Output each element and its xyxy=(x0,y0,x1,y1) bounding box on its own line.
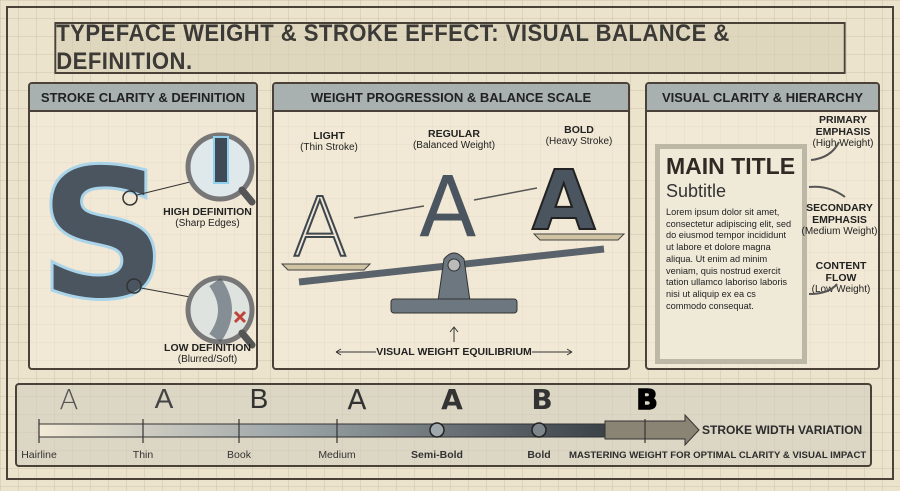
scale-label-hairline: Hairline xyxy=(21,449,57,461)
scale-glyph-hairline: A xyxy=(59,383,79,416)
left-pan xyxy=(280,263,372,271)
s-stroke-illustration: S xyxy=(37,130,256,349)
comparison-arrows xyxy=(353,187,538,219)
equilibrium-arrows xyxy=(335,348,573,356)
high-definition-label: HIGH DEFINITION(Sharp Edges) xyxy=(163,206,252,229)
scale-pillar xyxy=(437,252,471,302)
tagline: MASTERING WEIGHT FOR OPTIMAL CLARITY & V… xyxy=(569,450,867,461)
scale-label-thin: Thin xyxy=(132,449,154,461)
right-pan xyxy=(532,233,626,241)
detail-circle-low xyxy=(126,278,142,294)
equilibrium-label: VISUAL WEIGHT EQUILIBRIUM xyxy=(376,346,532,358)
scale-label-bold: Bold xyxy=(527,449,551,461)
scale-glyph-semibold: A xyxy=(441,383,463,416)
stroke-width-variation-label: STROKE WIDTH VARIATION xyxy=(702,423,863,437)
content-flow-label: CONTENT FLOW(Low Weight) xyxy=(811,260,871,295)
scale-glyph-book: B xyxy=(249,383,269,414)
scale-base xyxy=(390,298,518,314)
detail-circle-high xyxy=(122,190,138,206)
scale-label-semibold: Semi-Bold xyxy=(411,449,463,461)
panel-header: VISUAL CLARITY & HIERARCHY xyxy=(647,84,878,112)
scale-glyph-thin: A xyxy=(154,383,174,414)
low-definition-label: LOW DEFINITION(Blurred/Soft) xyxy=(164,342,251,365)
subtitle-sample: Subtitle xyxy=(666,181,727,201)
regular-label: REGULAR(Balanced Weight) xyxy=(412,128,496,151)
panel-stroke-clarity: STROKE CLARITY & DEFINITION S HIGH DEFIN… xyxy=(28,82,258,370)
main-title-sample: MAIN TITLE xyxy=(666,153,796,179)
bold-label: BOLD(Heavy Stroke) xyxy=(545,124,613,147)
scale-label-medium: Medium xyxy=(318,449,356,461)
scale-glyph-medium: A xyxy=(347,383,367,416)
s-glyph: S xyxy=(38,131,168,340)
sample-document: MAIN TITLE Subtitle Lorem ipsum dolor si… xyxy=(655,144,807,364)
primary-emphasis-label: PRIMARY EMPHASIS(High Weight) xyxy=(812,114,874,149)
secondary-emphasis-label: SECONDARY EMPHASIS(Medium Weight) xyxy=(801,202,878,237)
connector-line xyxy=(136,181,191,196)
outer-frame xyxy=(6,6,894,480)
panel-header: WEIGHT PROGRESSION & BALANCE SCALE xyxy=(274,84,628,112)
bold-marker xyxy=(531,422,547,438)
panel-visual-hierarchy: VISUAL CLARITY & HIERARCHY MAIN TITLE Su… xyxy=(645,82,880,370)
scale-glyph-bold: B xyxy=(531,383,553,416)
page-title: TYPEFACE WEIGHT & STROKE EFFECT: VISUAL … xyxy=(54,20,846,75)
equilibrium-up-arrow xyxy=(449,326,459,342)
stroke-width-scale: A A B A A B B STROKE WIDTH VARIATION Hai… xyxy=(15,382,872,467)
balance-scale-illustration: A A A xyxy=(280,153,626,356)
magnifier-high-icon xyxy=(185,132,256,206)
panel-weight-balance: WEIGHT PROGRESSION & BALANCE SCALE LIGHT… xyxy=(272,82,630,370)
scale-label-book: Book xyxy=(227,449,251,461)
panel-header: STROKE CLARITY & DEFINITION xyxy=(30,84,256,112)
weight-progress-bar xyxy=(38,413,700,447)
scale-glyph-black: B xyxy=(636,382,659,417)
body-text-sample: Lorem ipsum dolor sit amet, consectetur … xyxy=(666,207,792,311)
light-label: LIGHT(Thin Stroke) xyxy=(300,130,358,153)
semibold-marker xyxy=(429,422,445,438)
scale-pivot xyxy=(447,258,461,272)
connector-line xyxy=(140,287,191,298)
magnifier-low-icon xyxy=(185,275,256,349)
light-a-glyph: A xyxy=(292,181,348,276)
regular-a-glyph: A xyxy=(419,158,476,256)
hierarchy-arrows xyxy=(808,141,846,295)
